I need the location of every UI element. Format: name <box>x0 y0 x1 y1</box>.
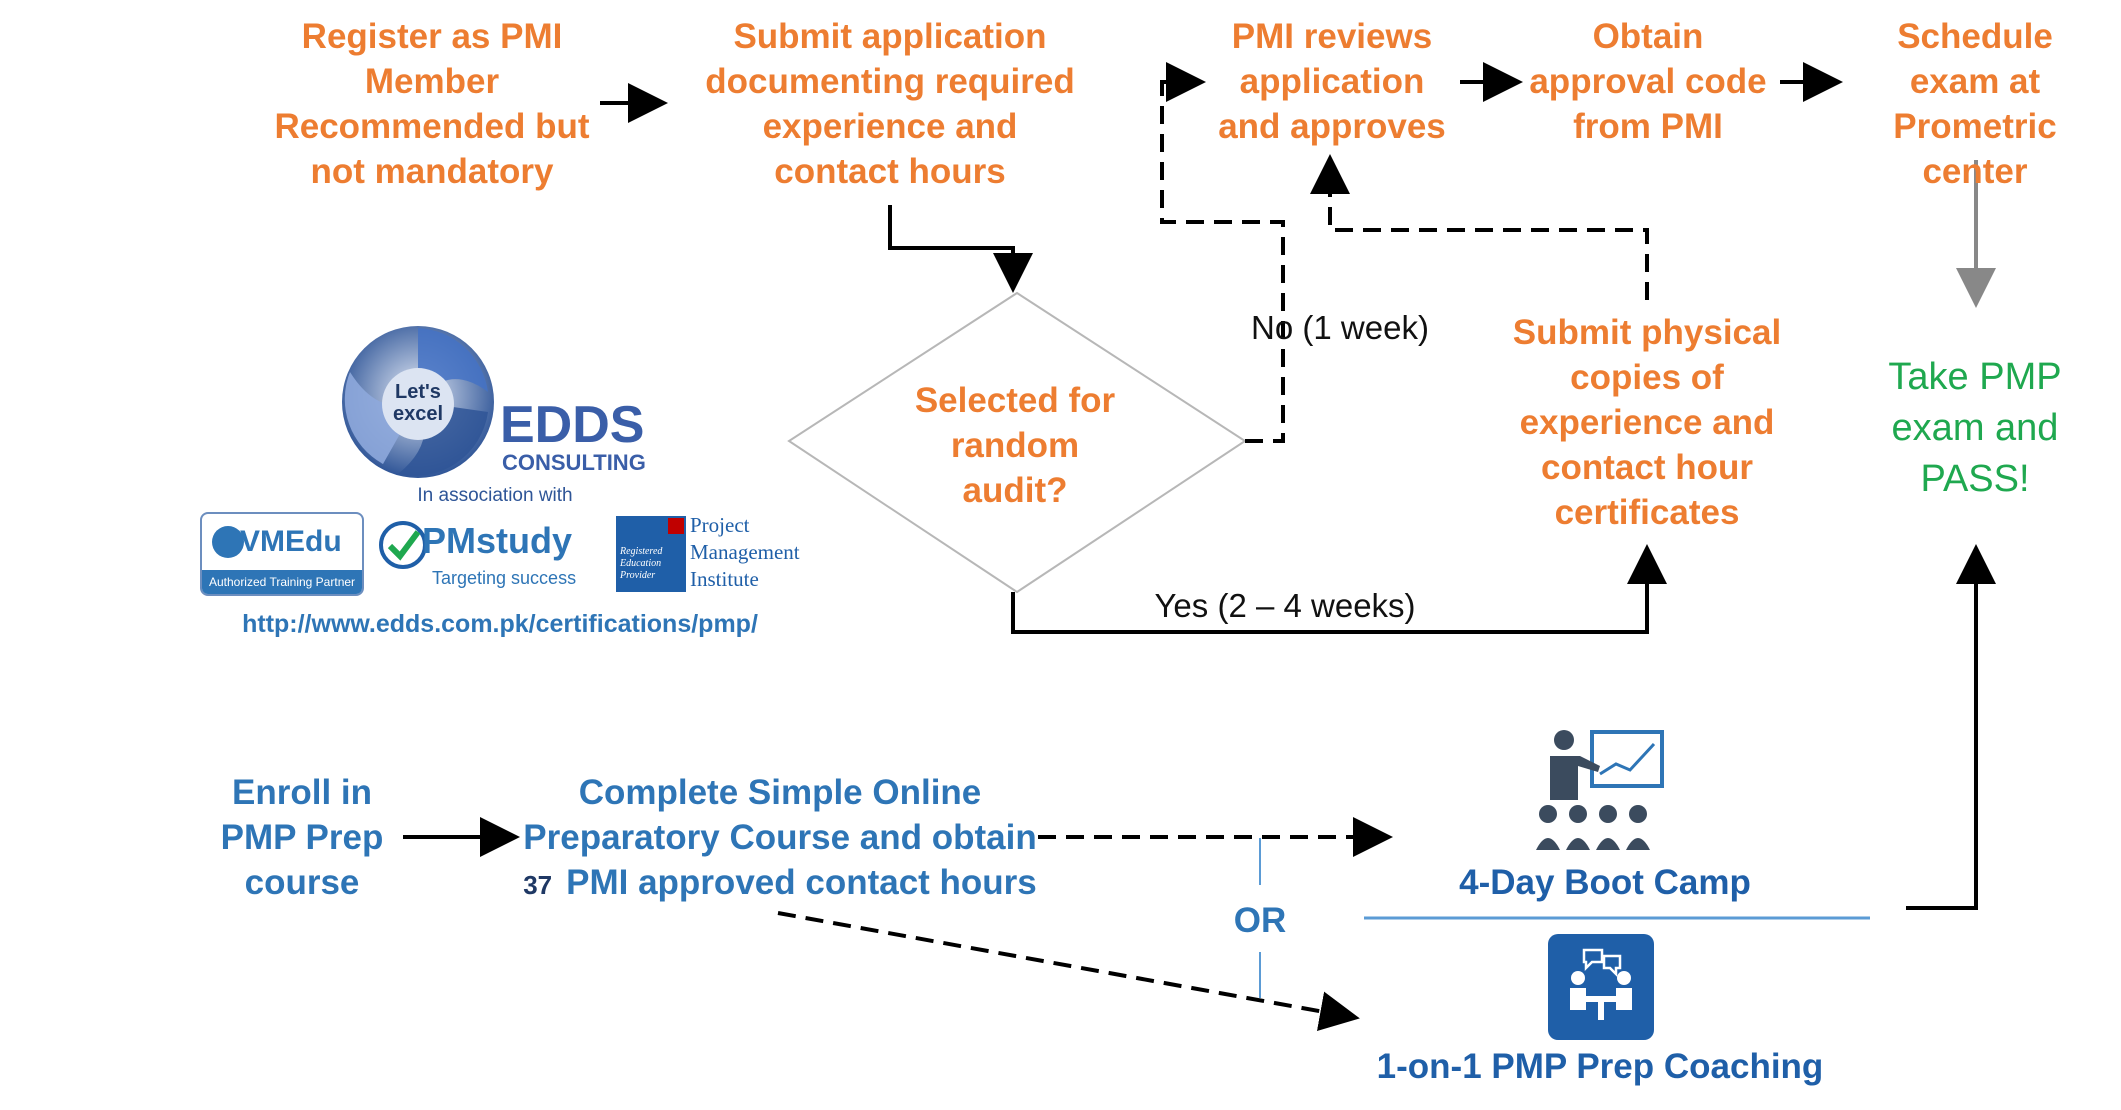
contact-hours-text: PMI approved contact hours <box>566 863 1037 902</box>
step-submit-application: Submit application documenting required … <box>705 17 1075 191</box>
arrow-physical-to-reviews <box>1310 154 1649 300</box>
pmi-badge-line1: Registered <box>620 546 663 557</box>
pmstudy-logo: PMstudy Targeting success <box>378 516 598 596</box>
step-submit-physical: Submit physical copies of experience and… <box>1512 313 1782 532</box>
svg-text:excel: excel <box>393 403 443 425</box>
complete-course-line2: Preparatory Course and obtain <box>523 818 1037 857</box>
edds-logo: Let's excel <box>338 322 498 482</box>
step-complete-course: Complete Simple Online Preparatory Cours… <box>520 770 1040 908</box>
edds-name: EDDS <box>500 396 645 454</box>
svg-text:Let's: Let's <box>395 381 441 403</box>
arrow-yes-branch <box>1011 544 1667 634</box>
contact-hours-number: 37 <box>523 870 553 900</box>
edds-sub: CONSULTING <box>502 450 646 475</box>
step-take-exam: Take PMP exam and PASS! <box>1888 356 2062 500</box>
vmedu-name: VMEdu <box>240 525 342 558</box>
option-bootcamp: 4-Day Boot Camp <box>1459 863 1751 902</box>
pmi-red-mark <box>668 518 684 534</box>
pmi-badge-line3: Provider <box>620 570 656 581</box>
vmedu-logo: VMEdu Authorized Training Partner <box>200 512 364 596</box>
coaching-icon <box>1548 934 1654 1040</box>
bootcamp-presenter-icon <box>1534 726 1674 854</box>
audit-decision-diamond <box>787 291 1247 594</box>
pmstudy-sub: Targeting success <box>432 568 577 588</box>
edds-url[interactable]: http://www.edds.com.pk/certifications/pm… <box>242 610 758 638</box>
or-label: OR <box>1233 901 1287 940</box>
complete-course-line3: 37 PMI approved contact hours <box>520 860 1040 908</box>
pmi-text-line1: Project <box>690 513 750 537</box>
no-branch-label: No (1 week) <box>1251 309 1429 346</box>
step-enroll: Enroll in PMP Prep course <box>220 773 384 902</box>
audit-question: Selected for random audit? <box>914 381 1116 510</box>
vmedu-check-icon <box>212 526 244 558</box>
arrow-options-to-exam <box>1906 544 1996 910</box>
pmi-badge-line2: Education <box>620 558 662 569</box>
pmi-text-line3: Institute <box>690 567 759 591</box>
edds-swirl-icon: Let's excel <box>342 326 494 478</box>
step-register: Register as PMI Member Recommended but n… <box>274 17 590 191</box>
yes-branch-label: Yes (2 – 4 weeks) <box>1154 587 1416 624</box>
pmstudy-name: PMstudy <box>422 520 573 561</box>
arrow-submit-to-audit <box>888 205 1033 293</box>
arrow-no-branch <box>1160 62 1285 443</box>
vmedu-sub: Authorized Training Partner <box>202 570 362 594</box>
arrow-course-to-coaching <box>777 911 1360 1031</box>
complete-course-line1: Complete Simple Online <box>578 773 982 812</box>
step-schedule-exam: Schedule exam at Prometric center <box>1893 17 2057 191</box>
pmi-logo: Registered Education Provider Project Ma… <box>616 512 800 596</box>
association-text: In association with <box>417 485 573 506</box>
pmstudy-check-icon <box>379 521 427 569</box>
pmi-text-line2: Management <box>690 540 800 564</box>
option-coaching: 1-on-1 PMP Prep Coaching <box>1376 1047 1824 1086</box>
step-pmi-reviews: PMI reviews application and approves <box>1218 17 1446 146</box>
step-approval-code: Obtain approval code from PMI <box>1529 17 1767 146</box>
pmi-text: Project Management Institute <box>690 512 800 593</box>
